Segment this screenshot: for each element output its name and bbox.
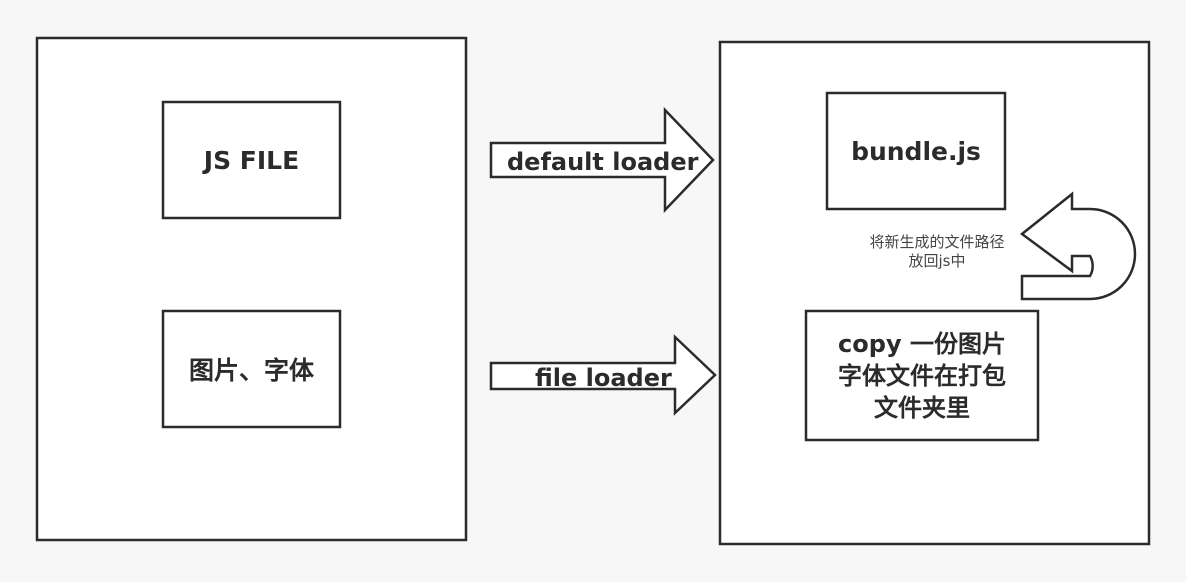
return-note-line1: 将新生成的文件路径 bbox=[869, 233, 1005, 251]
assets-box bbox=[161, 309, 342, 429]
return-note-line2: 放回js中 bbox=[908, 252, 966, 270]
copy-label-line3: 文件夹里 bbox=[874, 393, 970, 422]
return-note: 将新生成的文件路径 放回js中 bbox=[842, 230, 1032, 274]
js-file-box bbox=[161, 100, 342, 220]
js-file-label: JS FILE bbox=[203, 145, 300, 175]
copy-box bbox=[804, 309, 1040, 442]
file-loader-label: file loader bbox=[535, 364, 672, 392]
return-path-arrow bbox=[1019, 191, 1137, 301]
assets-label: 图片、字体 bbox=[188, 356, 314, 385]
copy-label-line2: 字体文件在打包 bbox=[838, 361, 1006, 390]
copy-label-line1: copy 一份图片 bbox=[838, 329, 1006, 358]
file-loader-arrow bbox=[489, 334, 717, 416]
default-loader-arrow bbox=[489, 106, 715, 214]
bundle-label: bundle.js bbox=[851, 136, 981, 166]
copy-label: copy 一份图片 字体文件在打包 文件夹里 bbox=[806, 311, 1038, 440]
default-loader-label: default loader bbox=[507, 148, 699, 176]
bundle-box bbox=[825, 91, 1007, 211]
